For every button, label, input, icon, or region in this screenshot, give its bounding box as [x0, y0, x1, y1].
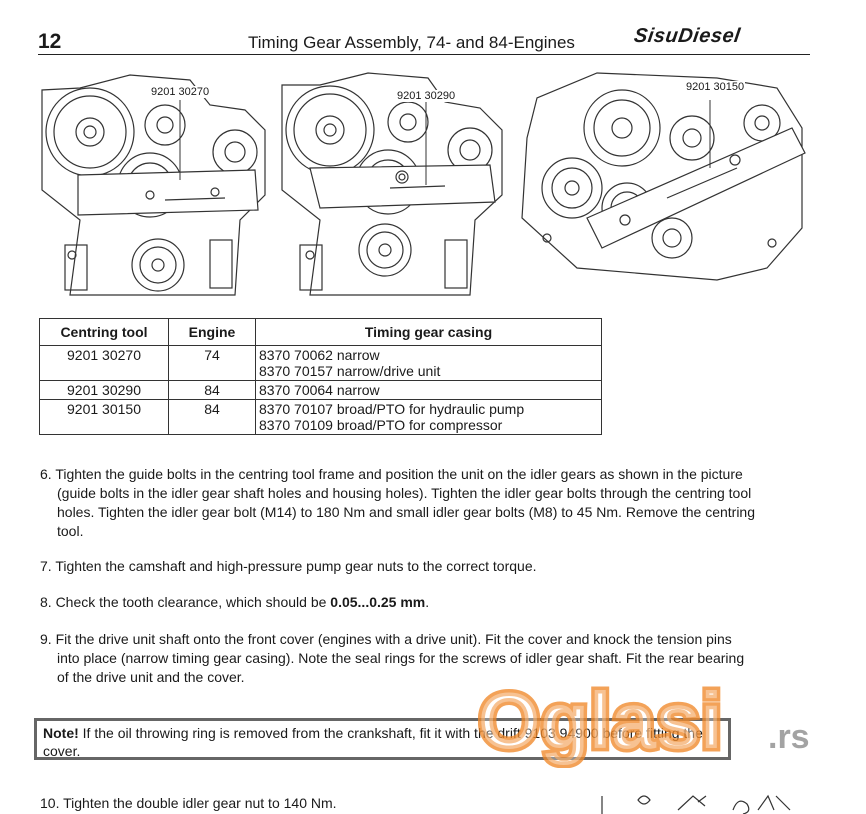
tool-cell: 9201 30290 [39, 380, 169, 400]
tool-label: 9201 30270 [150, 86, 211, 98]
table-row: 9201 30150 84 8370 70107 broad/PTO for h… [39, 399, 602, 435]
tooth-clearance-value: 0.05...0.25 mm [330, 594, 426, 610]
tool-cell: 9201 30150 [39, 399, 169, 435]
tool-label: 9201 30290 [396, 90, 457, 102]
engine-drawing-3 [521, 72, 806, 281]
page-title: Timing Gear Assembly, 74- and 84-Engines [248, 33, 575, 52]
engine-figure-3: 9201 30150 [517, 68, 807, 283]
watermark-suffix: .rs [768, 718, 810, 756]
casing-line: 8370 70062 narrow [259, 347, 380, 363]
tool-label: 9201 30150 [685, 81, 746, 93]
step-6: 6. Tighten the guide bolts in the centri… [40, 466, 755, 539]
casing-line: 8370 70064 narrow [259, 382, 380, 398]
table-row: 9201 30290 84 8370 70064 narrow [39, 380, 602, 400]
step-10: 10. Tighten the double idler gear nut to… [40, 795, 337, 811]
note-box: Note! If the oil throwing ring is remove… [34, 718, 731, 760]
engine-cell: 84 [168, 399, 256, 435]
watermark-text-fill: Oglasi [478, 678, 723, 765]
casing-cell: 8370 70107 broad/PTO for hydraulic pump … [255, 399, 602, 435]
column-header: Timing gear casing [255, 318, 602, 346]
engine-drawing-2 [281, 72, 503, 296]
casing-line: 8370 70109 broad/PTO for compressor [259, 417, 503, 433]
casing-cell: 8370 70064 narrow [255, 380, 602, 400]
brand-logo: SisuDiesel [632, 25, 742, 47]
note-text: If the oil throwing ring is removed from… [43, 725, 703, 759]
engine-drawing-1 [41, 74, 266, 296]
tool-cell: 9201 30270 [39, 345, 169, 381]
centring-tool-table: Centring tool Engine Timing gear casing … [39, 318, 602, 435]
oglasi-watermark: Oglasi Oglasi .rs [478, 678, 810, 768]
figure-fragment [601, 794, 791, 814]
step-7: 7. Tighten the camshaft and high-pressur… [40, 558, 537, 574]
header-divider [38, 54, 810, 55]
table-row: 9201 30270 74 8370 70062 narrow 8370 701… [39, 345, 602, 381]
step-8-end: . [425, 594, 430, 610]
casing-line: 8370 70157 narrow/drive unit [259, 363, 441, 379]
engine-figure-2: 9201 30290 [280, 70, 510, 300]
column-header: Engine [168, 318, 256, 346]
watermark-text: Oglasi [478, 678, 723, 765]
engine-cell: 74 [168, 345, 256, 381]
casing-line: 8370 70107 broad/PTO for hydraulic pump [259, 401, 525, 417]
note-label: Note! [43, 725, 79, 741]
column-header: Centring tool [39, 318, 169, 346]
step-8: 8. Check the tooth clearance, which shou… [40, 593, 757, 612]
page-number: 12 [38, 30, 62, 53]
casing-cell: 8370 70062 narrow 8370 70157 narrow/driv… [255, 345, 602, 381]
engine-cell: 84 [168, 380, 256, 400]
step-8-text: 8. Check the tooth clearance, which shou… [40, 594, 331, 610]
step-9: 9. Fit the drive unit shaft onto the fro… [40, 631, 745, 685]
engine-figure-1: 9201 30270 [40, 70, 270, 300]
